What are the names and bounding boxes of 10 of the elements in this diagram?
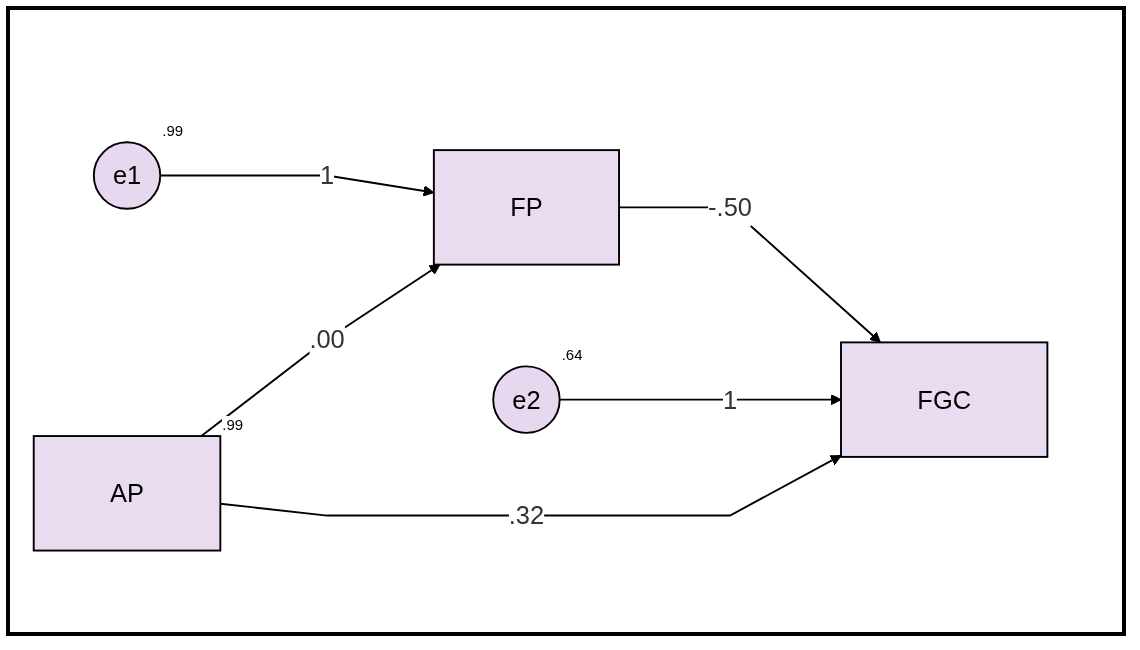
node-box [840, 341, 1049, 458]
edge-label: .32 [508, 501, 545, 530]
edge-label: 1 [320, 161, 335, 190]
node-circle [92, 141, 162, 210]
node-box [432, 149, 620, 266]
node-box [32, 435, 222, 552]
edge-label: .00 [309, 325, 345, 354]
node-circle [492, 365, 561, 434]
edge-label: -.50 [708, 193, 752, 222]
edge-label: 1 [722, 385, 738, 414]
